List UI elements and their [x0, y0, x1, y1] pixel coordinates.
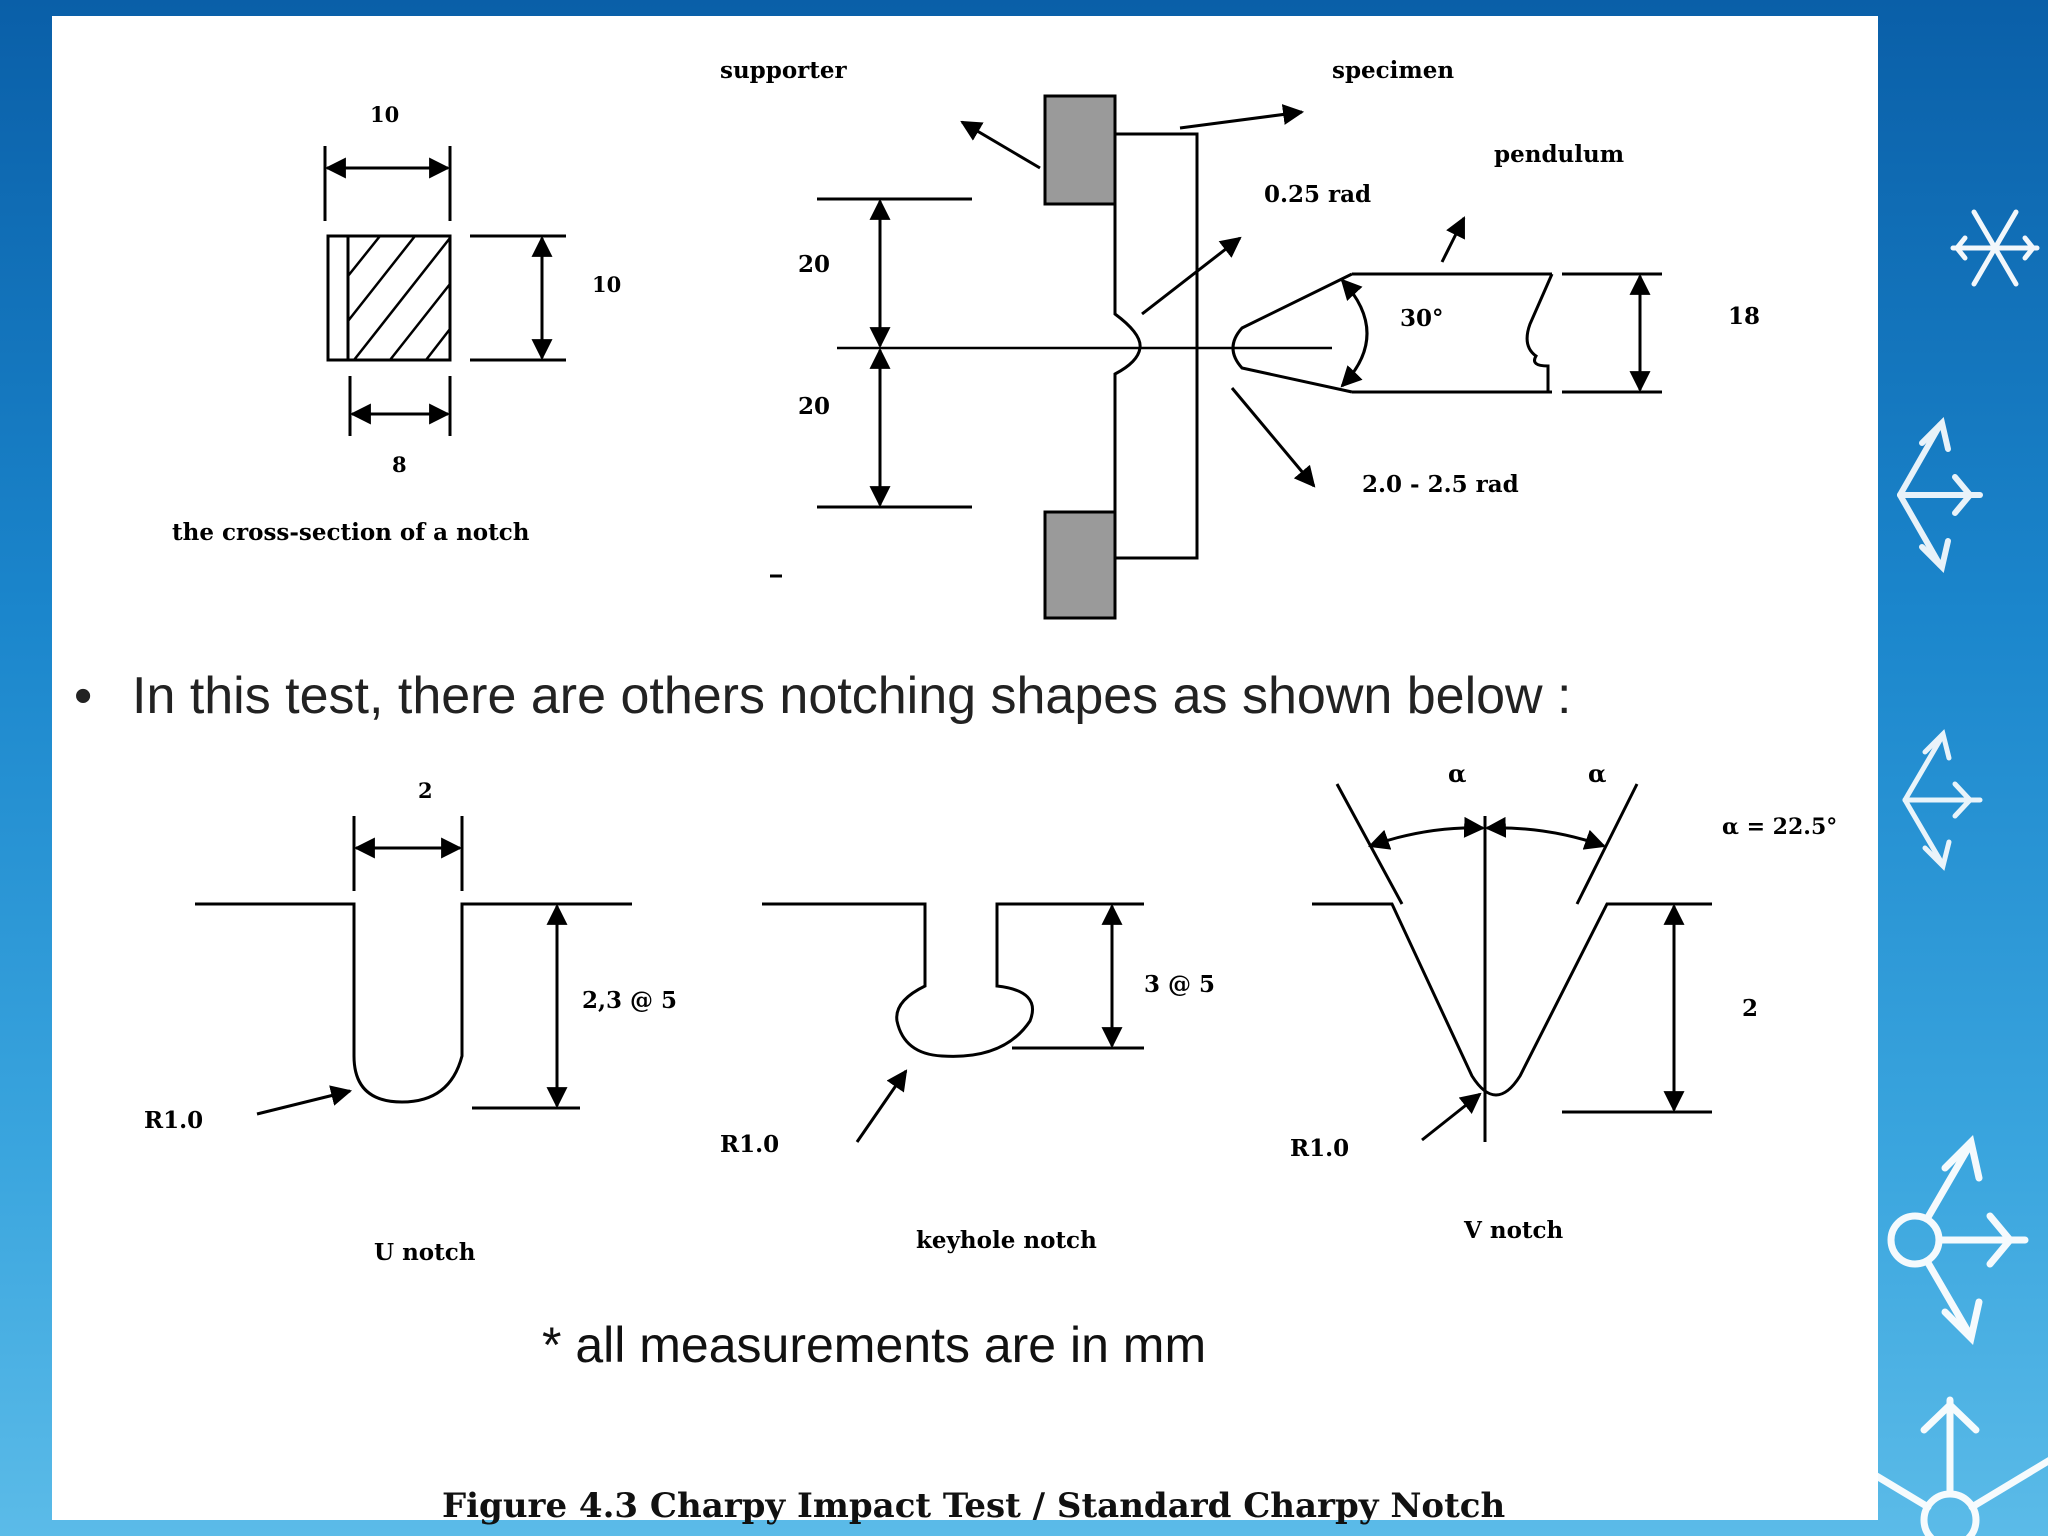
label-u-width: 2: [418, 778, 433, 803]
alpha-arc-left: [1368, 816, 1486, 850]
snowflake-icon: [1902, 729, 1983, 871]
charpy-setup-diagram: [770, 94, 1662, 620]
label-supporter: supporter: [720, 57, 848, 84]
label-v-alpha-left: α: [1448, 759, 1466, 788]
v-notch-outline: [1312, 902, 1712, 1097]
label-cross-side: 10: [592, 272, 621, 297]
v-notch-diagram: [1312, 783, 1712, 1142]
hatching: [347, 235, 451, 361]
radius-arrow: [1421, 1092, 1482, 1142]
keyhole-notch-diagram: [762, 902, 1144, 1143]
cross-section-caption: the cross-section of a notch: [172, 519, 530, 546]
pendulum-tip: [1231, 272, 1353, 394]
pendulum-break-line: [1525, 273, 1554, 392]
supporter-block-upper: [1043, 94, 1117, 206]
label-cross-bottom: 8: [392, 452, 407, 477]
u-notch-outline: [195, 902, 632, 1104]
u-notch-diagram: [195, 816, 632, 1116]
label-v-alpha-value: α = 22.5°: [1722, 814, 1837, 840]
label-notch-radius: 0.25 rad: [1264, 181, 1371, 208]
notch-radius-arrow: [1141, 236, 1242, 316]
charpy-figure: 10 10 8 the cross-section of a notch sup…: [144, 57, 1837, 1266]
label-u-radius: R1.0: [144, 1107, 203, 1134]
label-cross-top: 10: [370, 102, 399, 127]
snowflake-icon: [1846, 1396, 2048, 1536]
label-pendulum: pendulum: [1494, 141, 1624, 168]
alpha-arc-right: [1484, 816, 1606, 850]
specimen-arrow: [1179, 104, 1305, 130]
angle-arc: [1340, 278, 1369, 388]
cross-section-square: [326, 234, 452, 362]
bullet-dot: •: [74, 667, 93, 725]
label-v-depth: 2: [1742, 995, 1758, 1022]
u-notch-caption: U notch: [374, 1239, 476, 1266]
keyhole-notch-caption: keyhole notch: [916, 1227, 1097, 1254]
supporter-arrow: [960, 120, 1041, 170]
cross-section-diagram: [323, 146, 566, 436]
label-specimen: specimen: [1332, 57, 1454, 84]
specimen-notch: [1113, 204, 1142, 512]
pendulum-arrow: [1440, 216, 1466, 263]
label-angle: 30°: [1400, 305, 1444, 332]
label-height: 18: [1728, 303, 1760, 330]
snowflake-icon: [1950, 209, 2040, 287]
figure-caption: Figure 4.3 Charpy Impact Test / Standard…: [442, 1486, 1506, 1526]
label-u-depth: 2,3 @ 5: [582, 987, 677, 1014]
label-keyhole-depth: 3 @ 5: [1144, 971, 1215, 998]
label-v-radius: R1.0: [1290, 1135, 1349, 1162]
label-lower-span: 20: [798, 393, 830, 420]
specimen-bar: [1115, 132, 1199, 560]
label-upper-span: 20: [798, 251, 830, 278]
tip-radius-arrow: [1230, 387, 1316, 488]
v-notch-caption: V notch: [1463, 1217, 1564, 1244]
measurement-note: * all measurements are in mm: [542, 1317, 1207, 1373]
radius-arrow: [855, 1069, 908, 1143]
label-v-alpha-right: α: [1588, 759, 1606, 788]
supporter-block-lower: [1043, 510, 1117, 620]
slide-content: 10 10 8 the cross-section of a notch sup…: [52, 16, 1878, 1526]
label-keyhole-radius: R1.0: [720, 1131, 779, 1158]
label-tip-radius: 2.0 - 2.5 rad: [1362, 471, 1519, 498]
snowflake-icon: [1897, 417, 1983, 573]
bullet-item: • In this test, there are others notching…: [74, 666, 1854, 726]
radius-arrow: [256, 1085, 353, 1116]
bullet-text: In this test, there are others notching …: [132, 667, 1572, 725]
snowflake-icon: [1887, 1135, 2029, 1345]
keyhole-notch-outline: [762, 902, 1144, 1058]
